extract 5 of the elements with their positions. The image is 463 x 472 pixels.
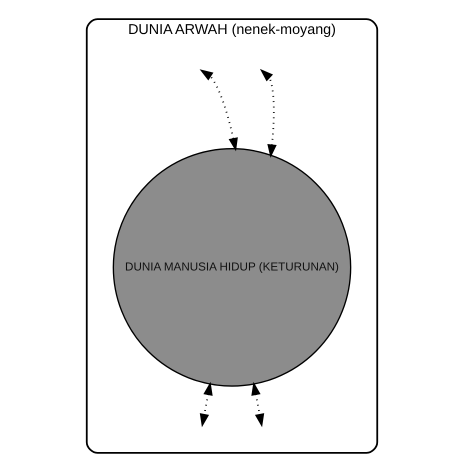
arrow (199, 69, 238, 152)
node-circle: DUNIA MANUSIA HIDUP (KETURUNAN) (112, 148, 351, 387)
arrow (259, 68, 276, 158)
arrow (250, 382, 264, 428)
arrow (199, 382, 212, 428)
